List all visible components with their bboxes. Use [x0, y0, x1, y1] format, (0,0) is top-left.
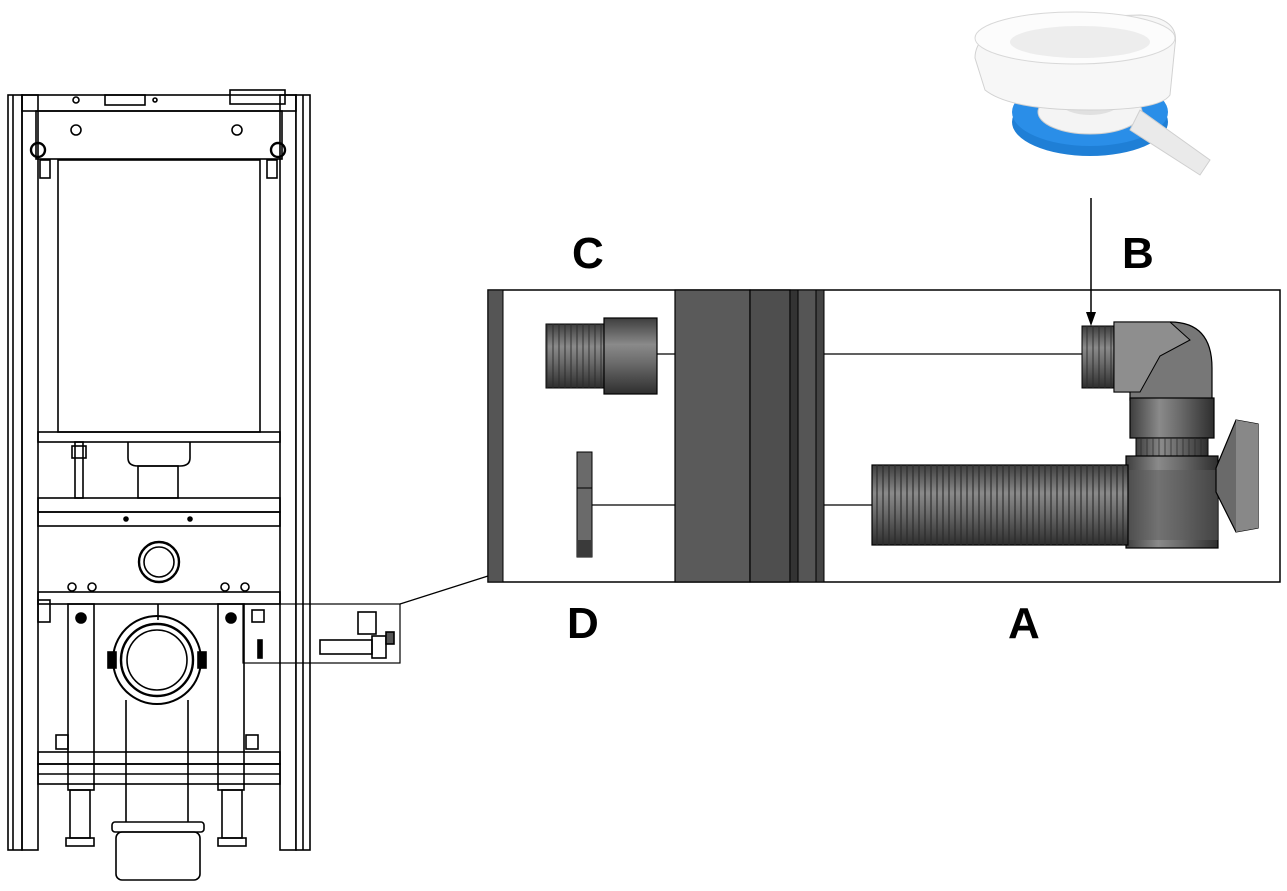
- label-b: B: [1122, 229, 1154, 278]
- label-c: C: [572, 229, 604, 278]
- label-a: A: [1008, 599, 1040, 648]
- threaded-nipple-icon: [545, 317, 658, 395]
- flexible-hose-icon: [871, 464, 1129, 546]
- wc-installation-frame-icon: [7, 89, 489, 881]
- ptfe-thread-seal-tape-icon: [974, 11, 1211, 176]
- wall-slab: [749, 289, 791, 583]
- wall-slab: [797, 289, 817, 583]
- elbow-valve-icon: [1081, 321, 1259, 549]
- detail-panel: [487, 198, 1281, 583]
- wall-slab: [789, 289, 799, 583]
- arrow-icon: [1086, 198, 1096, 326]
- label-d: D: [567, 599, 599, 648]
- wall-slab: [815, 289, 825, 583]
- gasket-icon: [576, 451, 593, 558]
- wall-slab: [674, 289, 751, 583]
